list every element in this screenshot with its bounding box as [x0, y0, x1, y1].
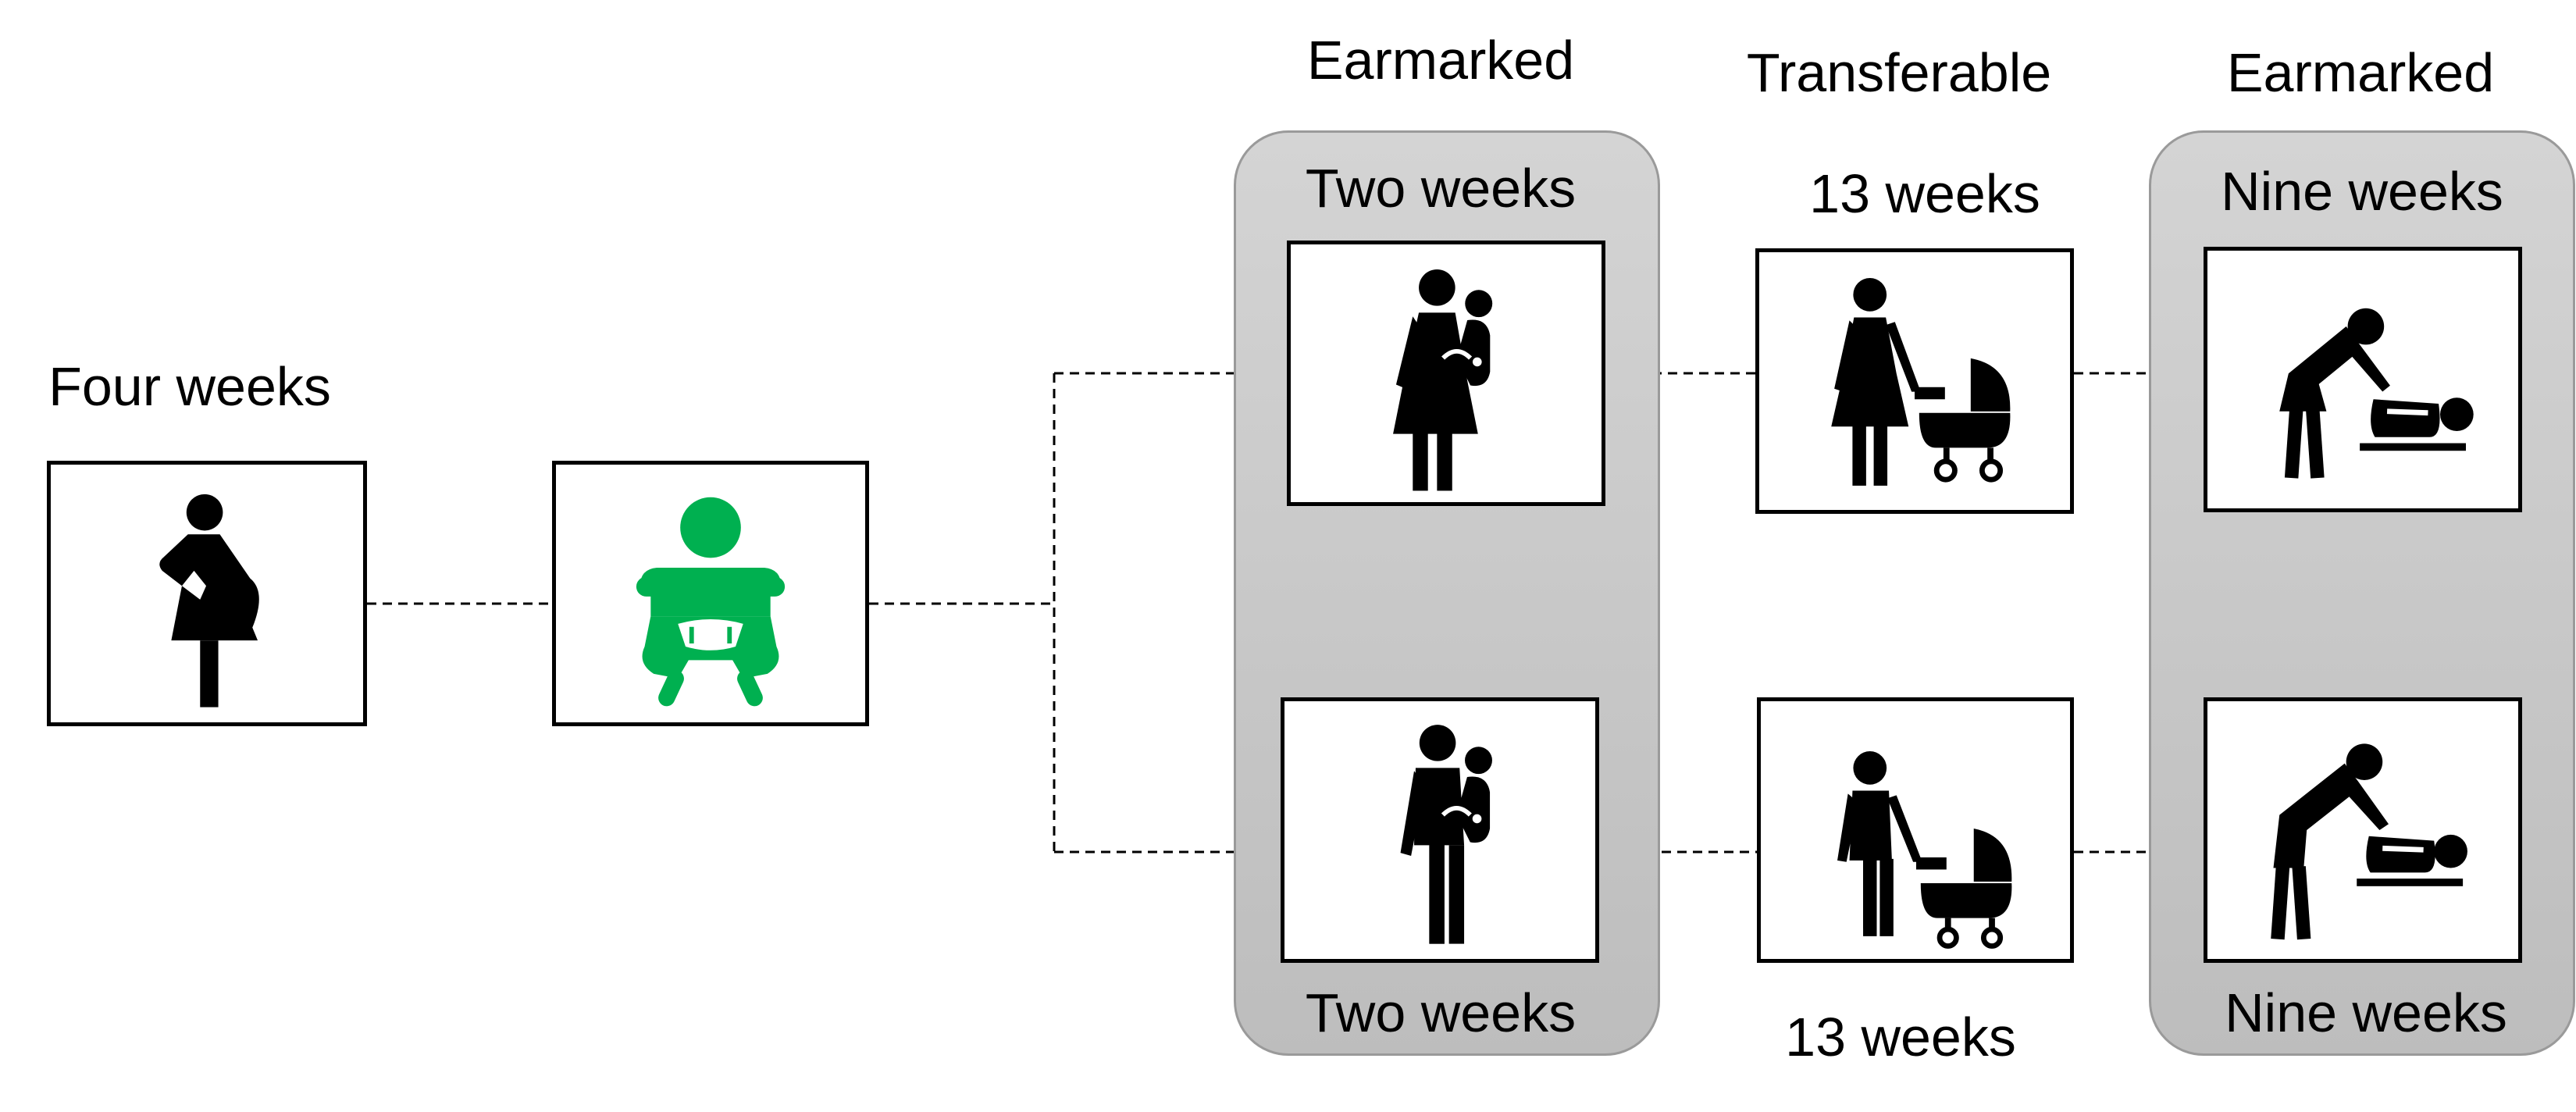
earmarked-first-top-label: Two weeks	[1305, 158, 1577, 219]
baby-icon	[636, 497, 786, 707]
birth-box	[552, 461, 869, 726]
transferable-header: Transferable	[1746, 42, 2052, 103]
earmarked-second-header: Earmarked	[2226, 42, 2495, 103]
father-changing-diaper-icon	[2271, 743, 2467, 940]
mother-changing-diaper-icon	[2279, 308, 2474, 479]
father-holding-baby-icon	[1400, 725, 1492, 944]
pregnancy-box	[47, 461, 367, 726]
father-transferable-box	[1757, 697, 2074, 963]
mother-earmarked-second-box	[2204, 247, 2522, 512]
pregnant-woman-icon	[159, 494, 259, 707]
father-earmarked-box	[1281, 697, 1599, 963]
father-with-stroller-icon	[1837, 751, 2012, 949]
earmarked-first-bottom-label: Two weeks	[1305, 982, 1577, 1043]
mother-earmarked-box	[1287, 241, 1605, 506]
earmarked-second-top-label: Nine weeks	[2221, 161, 2503, 222]
transferable-top-label: 13 weeks	[1809, 163, 2040, 224]
earmarked-second-bottom-label: Nine weeks	[2225, 982, 2507, 1043]
mother-holding-baby-icon	[1393, 269, 1493, 491]
mother-transferable-box	[1755, 248, 2074, 514]
pregnancy-label: Four weeks	[48, 356, 331, 417]
mother-with-stroller-icon	[1831, 278, 2011, 486]
earmarked-first-header: Earmarked	[1306, 30, 1575, 91]
transferable-bottom-label: 13 weeks	[1785, 1007, 2016, 1067]
father-earmarked-second-box	[2204, 697, 2522, 963]
